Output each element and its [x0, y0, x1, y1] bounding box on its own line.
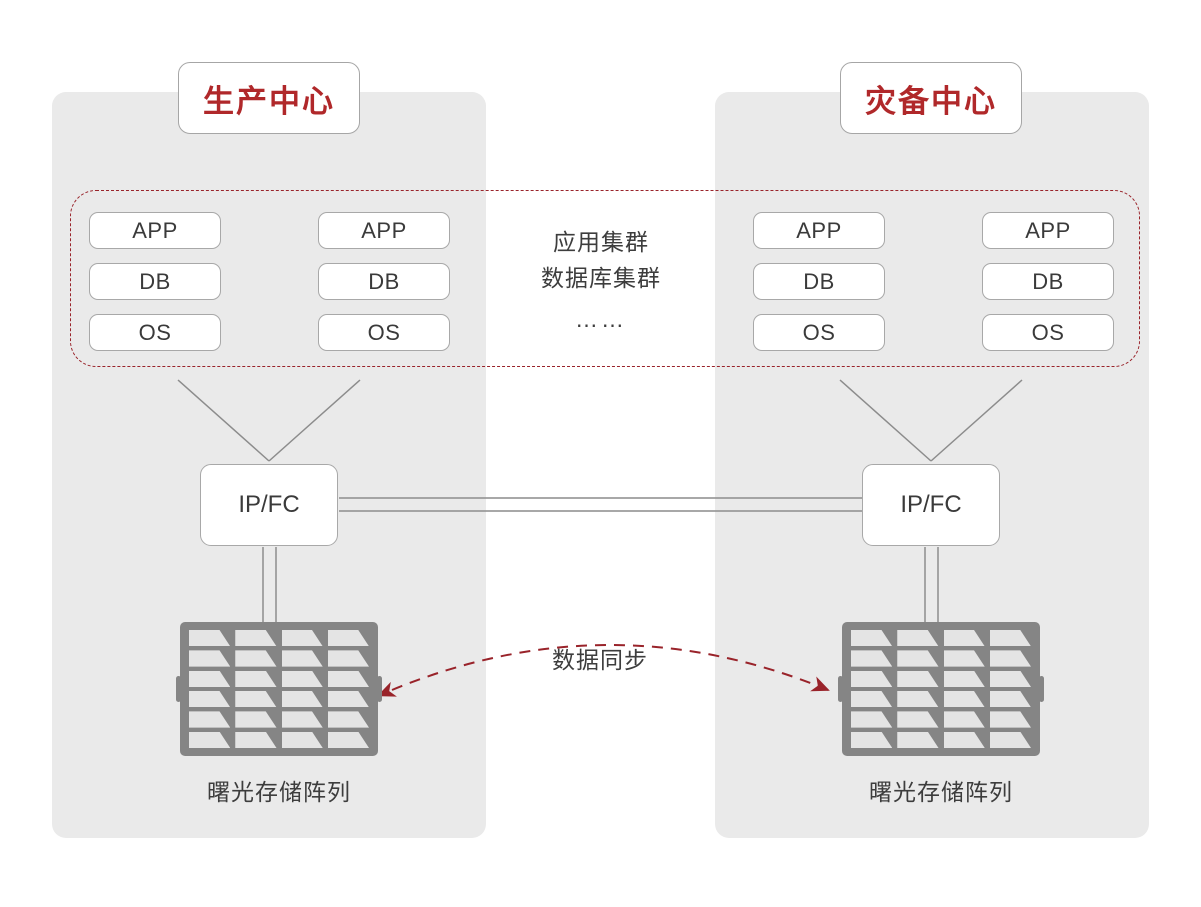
drive-bay: [989, 650, 1031, 667]
drive-bay: [897, 691, 939, 708]
drive-bay: [189, 691, 231, 708]
drive-bay: [943, 711, 985, 728]
drive-bay: [235, 731, 277, 748]
drive-bay: [989, 670, 1031, 687]
node-os: OS: [982, 314, 1114, 351]
disaster-recovery-site-title: 灾备中心: [840, 62, 1022, 134]
drive-bay: [281, 650, 323, 667]
cluster-caption-ellipsis: ……: [575, 306, 627, 332]
drive-bay: [235, 650, 277, 667]
dr-storage-array-icon: [838, 622, 1044, 756]
drive-bay: [989, 711, 1031, 728]
drive-bay: [897, 630, 939, 647]
drive-bay: [989, 630, 1031, 647]
data-sync-label: 数据同步: [552, 647, 648, 673]
production-node-stack-2: APP DB OS: [318, 212, 450, 351]
drive-bay: [851, 650, 893, 667]
node-app: APP: [318, 212, 450, 249]
drive-bay: [235, 691, 277, 708]
drive-bay: [327, 711, 369, 728]
drive-bay: [851, 731, 893, 748]
drive-bay: [851, 670, 893, 687]
drive-bay: [235, 630, 277, 647]
drive-bay: [943, 670, 985, 687]
drive-bay: [235, 711, 277, 728]
drive-bay: [281, 691, 323, 708]
node-app: APP: [982, 212, 1114, 249]
dr-node-stack-2: APP DB OS: [982, 212, 1114, 351]
drive-bay: [851, 691, 893, 708]
node-app: APP: [753, 212, 885, 249]
drive-bay: [189, 711, 231, 728]
drive-bay: [851, 711, 893, 728]
drive-bay: [235, 670, 277, 687]
dr-fabric-ipfc: IP/FC: [862, 464, 1000, 546]
cluster-caption: 应用集群 数据库集群 ……: [487, 224, 715, 336]
drive-bay: [897, 711, 939, 728]
drive-bay: [897, 650, 939, 667]
drive-bay: [989, 731, 1031, 748]
node-os: OS: [89, 314, 221, 351]
node-db: DB: [982, 263, 1114, 300]
cluster-boundary-region: [70, 190, 1140, 367]
cluster-caption-line-1: 应用集群: [553, 229, 649, 255]
drive-bay: [327, 650, 369, 667]
node-app: APP: [89, 212, 221, 249]
cluster-caption-line-2: 数据库集群: [541, 265, 661, 291]
drive-bay: [189, 630, 231, 647]
drive-bay: [327, 731, 369, 748]
drive-bay: [281, 670, 323, 687]
drive-bay: [943, 691, 985, 708]
drive-bay: [327, 691, 369, 708]
drive-bay: [897, 731, 939, 748]
drive-bay: [189, 650, 231, 667]
production-storage-array-icon: [176, 622, 382, 756]
drive-bay: [943, 731, 985, 748]
drive-bay: [189, 731, 231, 748]
drive-bay: [327, 670, 369, 687]
production-storage-array-label: 曙光存储阵列: [207, 779, 351, 805]
node-db: DB: [89, 263, 221, 300]
dr-node-stack-1: APP DB OS: [753, 212, 885, 351]
drive-bay: [189, 670, 231, 687]
production-fabric-ipfc: IP/FC: [200, 464, 338, 546]
drive-bay: [327, 630, 369, 647]
node-os: OS: [318, 314, 450, 351]
node-db: DB: [753, 263, 885, 300]
drive-bay: [281, 711, 323, 728]
node-db: DB: [318, 263, 450, 300]
production-node-stack-1: APP DB OS: [89, 212, 221, 351]
drive-bay: [281, 731, 323, 748]
drive-bay: [851, 630, 893, 647]
dr-storage-array-label: 曙光存储阵列: [869, 779, 1013, 805]
drive-bay: [897, 670, 939, 687]
drive-bay: [943, 650, 985, 667]
production-site-title: 生产中心: [178, 62, 360, 134]
drive-bay: [943, 630, 985, 647]
drive-bay: [989, 691, 1031, 708]
drive-bay: [281, 630, 323, 647]
node-os: OS: [753, 314, 885, 351]
